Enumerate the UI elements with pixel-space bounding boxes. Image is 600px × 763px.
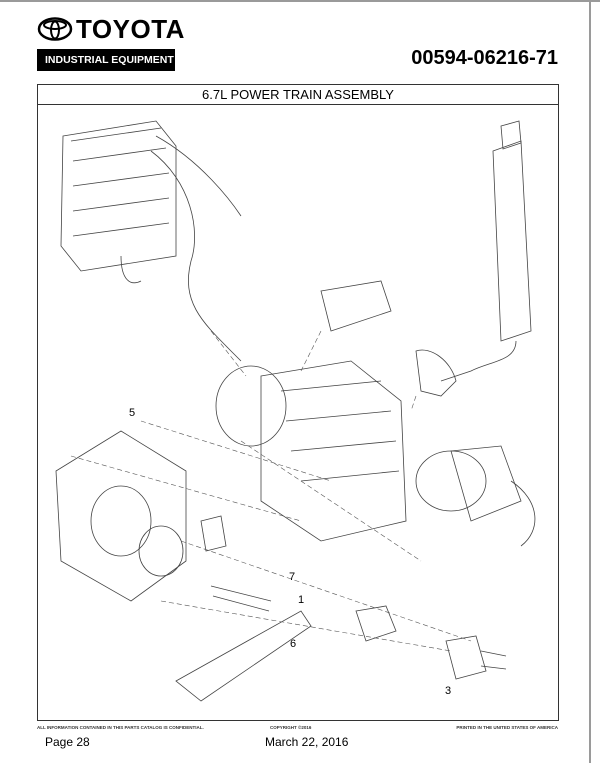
callout-1: 1	[298, 594, 304, 606]
callout-5: 5	[129, 407, 135, 419]
callout-7: 7	[289, 571, 295, 583]
flywheel	[215, 365, 287, 447]
confidential-notice: ALL INFORMATION CONTAINED IN THIS PARTS …	[37, 725, 204, 730]
page-number: Page 28	[45, 735, 90, 749]
mounting-bracket	[175, 610, 312, 702]
diagram-box: 6.7L POWER TRAIN ASSEMBLY	[37, 84, 559, 721]
hydraulic-pump	[445, 635, 487, 680]
intake-manifold	[320, 280, 392, 332]
viewer-border	[589, 0, 591, 763]
radiator	[60, 120, 177, 272]
viewer-border	[0, 0, 600, 2]
callout-3: 3	[445, 685, 451, 697]
transmission	[55, 430, 187, 602]
copyright-notice: COPYRIGHT ©2016	[270, 725, 312, 730]
brand-name: TOYOTA	[76, 14, 185, 44]
toyota-emblem-icon	[37, 17, 73, 41]
part-number: 00594-06216-71	[411, 47, 558, 69]
printed-notice: PRINTED IN THE UNITED STATES OF AMERICA	[456, 725, 558, 730]
publish-date: March 22, 2016	[265, 735, 349, 749]
aftertreatment	[415, 450, 487, 512]
division-label: INDUSTRIAL EQUIPMENT	[37, 49, 175, 71]
engine-block	[260, 360, 407, 542]
section-title: 6.7L POWER TRAIN ASSEMBLY	[38, 85, 558, 105]
toyota-logo: TOYOTA	[37, 16, 185, 42]
callout-6: 6	[290, 638, 296, 650]
exploded-parts-diagram: 5 7 1 6 3	[55, 120, 536, 702]
muffler	[492, 140, 532, 342]
